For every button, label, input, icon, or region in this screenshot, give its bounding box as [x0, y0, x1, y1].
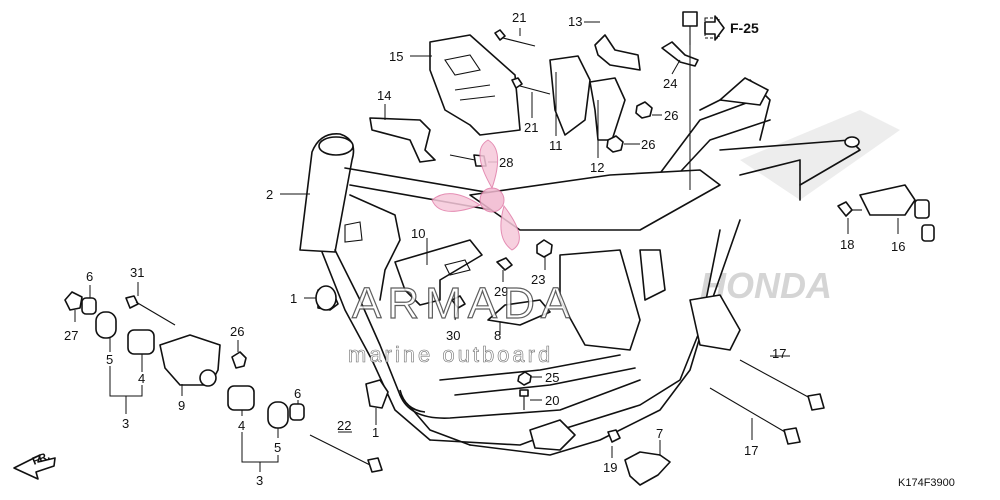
- nut-26b: [606, 135, 624, 153]
- callout-30: 30: [446, 328, 460, 343]
- callout-4-right: 4: [238, 418, 245, 433]
- callout-28: 28: [499, 155, 513, 170]
- callout-27: 27: [64, 328, 78, 343]
- callout-18: 18: [840, 237, 854, 252]
- bracket-14: [369, 117, 436, 163]
- callout-5-right: 5: [274, 440, 281, 455]
- callout-3-right: 3: [256, 473, 263, 488]
- callout-1-upper: 1: [290, 291, 297, 306]
- callout-31: 31: [130, 265, 144, 280]
- callout-6-left: 6: [86, 269, 93, 284]
- callout-8: 8: [494, 328, 501, 343]
- callout-26-left: 26: [230, 324, 244, 339]
- callout-26-mid: 26: [641, 137, 655, 152]
- clip-24: [661, 41, 699, 67]
- bracket-10: [394, 239, 483, 306]
- callout-12: 12: [590, 160, 604, 175]
- callout-21-mid: 21: [524, 120, 538, 135]
- callout-labels: 2 15 14 21 21 13 24 11 12 26 26 28 10 23…: [64, 10, 905, 488]
- callout-6-right: 6: [294, 386, 301, 401]
- watermark-emblem-icon: [431, 139, 520, 251]
- callout-19: 19: [603, 460, 617, 475]
- callout-17-upper: 17: [772, 346, 786, 361]
- callout-13: 13: [568, 14, 582, 29]
- callout-5-left: 5: [106, 352, 113, 367]
- callout-10: 10: [411, 226, 425, 241]
- key-lock-16: [859, 184, 935, 242]
- callout-15: 15: [389, 49, 403, 64]
- callout-11: 11: [549, 138, 563, 153]
- grommet-1a: [315, 285, 337, 311]
- callout-17-lower: 17: [744, 443, 758, 458]
- nut-25: [517, 371, 532, 386]
- callout-20: 20: [545, 393, 559, 408]
- watermark-logo: ARMADA marine outboard: [348, 139, 576, 367]
- callout-1-lower: 1: [372, 425, 379, 440]
- reference-section-label: F-25: [730, 20, 759, 36]
- bracket-11: [549, 55, 591, 136]
- bracket-13: [594, 34, 641, 71]
- cover-plate-15: [429, 34, 521, 136]
- bolt-18: [837, 201, 862, 217]
- nut-23: [536, 239, 553, 258]
- nut-26a: [635, 101, 653, 119]
- callout-7: 7: [656, 426, 663, 441]
- callout-29: 29: [494, 284, 508, 299]
- callout-14: 14: [377, 88, 391, 103]
- callout-9: 9: [178, 398, 185, 413]
- watermark-title: ARMADA: [352, 279, 576, 328]
- bolt-20: [519, 389, 529, 410]
- callout-25: 25: [545, 370, 559, 385]
- bracket-12: [589, 77, 626, 141]
- bolt-29: [496, 257, 513, 271]
- callout-23: 23: [531, 272, 545, 287]
- diagram-code: K174F3900: [898, 477, 955, 489]
- watermark-subtitle: marine outboard: [348, 342, 553, 367]
- callout-21-top: 21: [512, 10, 526, 25]
- callout-16: 16: [891, 239, 905, 254]
- bolt-f25: [682, 11, 698, 45]
- callout-2: 2: [266, 187, 273, 202]
- callout-24: 24: [663, 76, 677, 91]
- bolt-21a: [494, 29, 536, 47]
- reference-arrow-icon: [704, 15, 725, 41]
- bolt-21b: [511, 77, 551, 95]
- callout-3-left: 3: [122, 416, 129, 431]
- callout-22: 22: [337, 418, 351, 433]
- bolt-17-upper: [739, 359, 825, 411]
- bolt-30: [451, 295, 466, 309]
- bolt-19: [607, 429, 621, 443]
- main-frame: [299, 77, 861, 456]
- mount-assembly-left: [13, 289, 389, 480]
- bracket-7: [624, 451, 671, 486]
- callout-4-left: 4: [138, 371, 145, 386]
- bolt-17-lower: [709, 387, 801, 445]
- callout-26-top: 26: [664, 108, 678, 123]
- direction-arrow-icon: [13, 454, 56, 480]
- band-8: [487, 299, 551, 326]
